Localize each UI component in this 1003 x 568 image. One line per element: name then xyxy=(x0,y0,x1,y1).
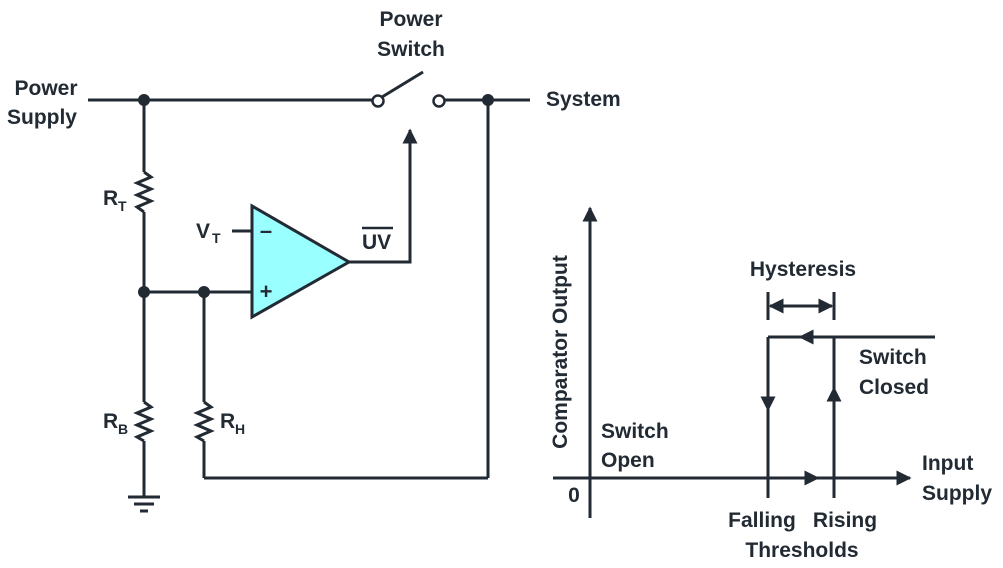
rh-label: R xyxy=(220,410,235,433)
resistor-rh xyxy=(193,400,215,443)
vt-label-subscript: T xyxy=(212,230,221,246)
power-switch-label-line2: Switch xyxy=(377,38,445,61)
vt-label: V xyxy=(196,220,210,243)
comparator-plus-sign: + xyxy=(260,279,273,304)
rb-label-subscript: B xyxy=(118,421,128,437)
power-switch-symbol xyxy=(371,70,446,108)
comparator-minus-sign: – xyxy=(260,218,272,243)
comparator-triangle xyxy=(250,203,353,320)
system-label: System xyxy=(546,88,621,111)
x-axis-label: Input xyxy=(922,452,973,475)
thresholds-label: Thresholds xyxy=(745,539,858,562)
rt-label-subscript: T xyxy=(118,198,127,214)
hysteresis-graph: Comparator Output 0 Input Supply Hystere… xyxy=(549,206,992,562)
origin-label: 0 xyxy=(568,484,580,507)
power-supply-label-line2: Supply xyxy=(7,106,77,129)
rising-threshold-label: Rising xyxy=(813,509,877,532)
rb-label: R xyxy=(103,410,118,433)
rt-label: R xyxy=(103,187,118,210)
power-switch-label: Power xyxy=(379,8,442,31)
switch-open-label-line2: Open xyxy=(601,449,655,472)
resistor-rb xyxy=(133,400,155,443)
falling-threshold-label: Falling xyxy=(728,509,796,532)
y-axis-label: Comparator Output xyxy=(549,255,572,449)
uv-output-line xyxy=(349,128,418,264)
power-supply-label: Power xyxy=(14,77,77,100)
x-axis-label-line2: Supply xyxy=(922,482,992,505)
rh-label-subscript: H xyxy=(235,421,245,437)
switch-closed-label-line2: Closed xyxy=(859,376,929,399)
switch-open-label: Switch xyxy=(601,420,669,443)
ground-symbol xyxy=(128,495,160,513)
uv-output-label: UV xyxy=(362,231,391,254)
switch-closed-label: Switch xyxy=(859,346,927,369)
hysteresis-label: Hysteresis xyxy=(750,258,856,281)
circuit-schematic: Power Supply Power Switch System xyxy=(7,8,621,513)
resistor-rt xyxy=(133,170,155,214)
